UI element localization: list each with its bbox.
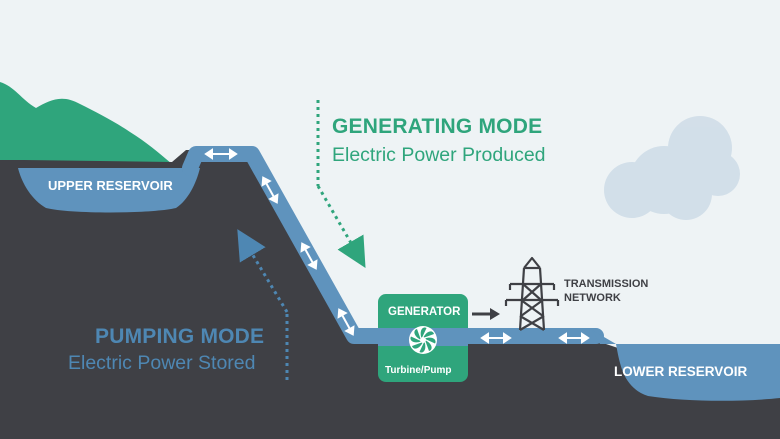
upper-reservoir bbox=[18, 168, 200, 213]
double-arrow-icon bbox=[558, 332, 590, 344]
pumping-mode-subtitle: Electric Power Stored bbox=[68, 352, 256, 374]
double-arrow-icon bbox=[261, 176, 279, 204]
double-arrow-icon bbox=[337, 308, 355, 336]
green-hill bbox=[0, 82, 172, 164]
arrow-right-icon bbox=[472, 308, 500, 320]
cloud-icon bbox=[604, 116, 740, 220]
double-arrow-icon bbox=[204, 148, 238, 160]
pumping-mode-title: PUMPING MODE bbox=[95, 325, 265, 348]
transmission-tower-icon bbox=[504, 256, 560, 331]
generating-mode-subtitle: Electric Power Produced bbox=[332, 144, 546, 166]
lower-reservoir-label: LOWER RESERVOIR bbox=[614, 364, 748, 379]
ground bbox=[0, 150, 780, 439]
generator-label: GENERATOR bbox=[388, 306, 461, 318]
generating-mode-title: GENERATING MODE bbox=[332, 115, 543, 138]
lower-reservoir bbox=[592, 330, 780, 401]
upper-reservoir-label: UPPER RESERVOIR bbox=[48, 178, 173, 193]
generating-flow-arrow-diagonal bbox=[316, 185, 366, 268]
turbine-pump-label: Turbine/Pump bbox=[385, 365, 452, 376]
double-arrow-icon bbox=[300, 242, 318, 270]
transmission-network-label-line1: TRANSMISSION bbox=[564, 278, 649, 290]
transmission-network-label-line2: NETWORK bbox=[564, 292, 621, 304]
double-arrow-icon bbox=[480, 332, 512, 344]
turbine-icon bbox=[409, 326, 437, 354]
